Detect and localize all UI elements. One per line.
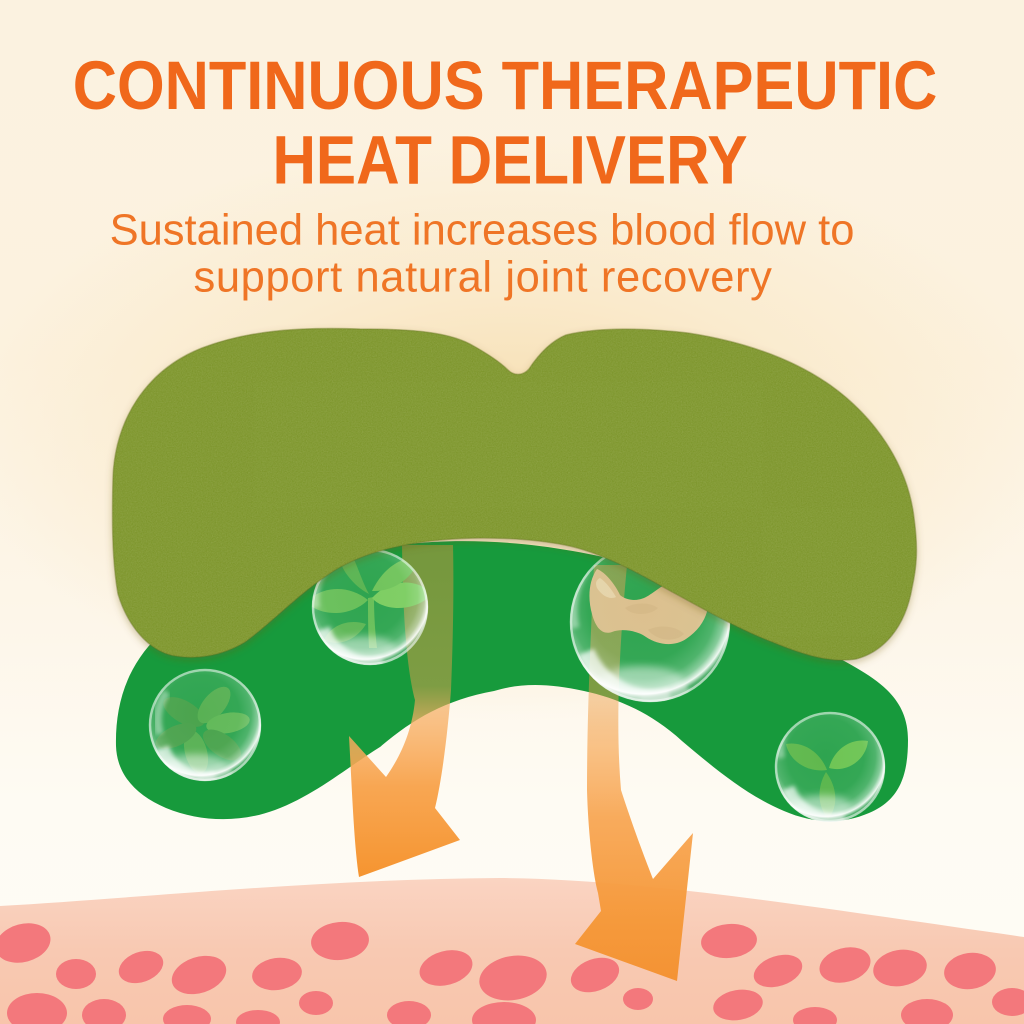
svg-text:CONTINUOUS THERAPEUTIC: CONTINUOUS THERAPEUTIC (73, 47, 938, 124)
svg-text:Sustained heat increases blood: Sustained heat increases blood flow to (110, 207, 855, 255)
svg-text:HEAT DELIVERY: HEAT DELIVERY (272, 121, 747, 199)
svg-text:support natural joint recovery: support natural joint recovery (194, 254, 773, 302)
